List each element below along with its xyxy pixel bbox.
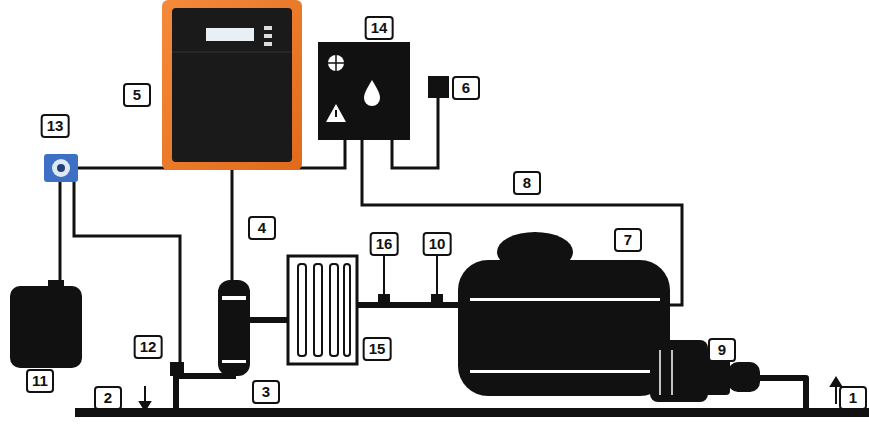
- controller-screen: [206, 28, 254, 41]
- arrow-head: [831, 378, 841, 386]
- callout-number: 16: [370, 232, 399, 256]
- pipe-fittings: [378, 254, 443, 304]
- controller-button: [264, 42, 272, 46]
- cell-body: [218, 280, 250, 376]
- warning-symbol: [326, 104, 346, 122]
- callout-number: 7: [614, 228, 642, 252]
- callout-number: 3: [252, 380, 280, 404]
- electrolysis-cell: [218, 280, 250, 376]
- injection-point: [170, 362, 184, 376]
- pipe: [250, 317, 288, 323]
- drop-symbol: [364, 80, 380, 106]
- callout-number: 6: [452, 76, 480, 100]
- callout-number: 4: [248, 216, 276, 240]
- cell-band: [222, 296, 246, 300]
- heat-exchanger: [288, 256, 357, 364]
- callout-number: 13: [41, 114, 70, 138]
- exchanger-frame: [288, 256, 357, 364]
- callout-number: 8: [513, 171, 541, 195]
- controller-unit: [162, 0, 302, 170]
- tank-cap: [48, 280, 64, 288]
- controller-button: [264, 26, 272, 30]
- motor-fin: [659, 350, 661, 395]
- return-pipe: [176, 376, 236, 410]
- symbol: [328, 55, 344, 71]
- controller-button: [264, 34, 272, 38]
- controller-front: [172, 8, 292, 162]
- exchanger-tube: [298, 264, 306, 356]
- controller-edge: [172, 52, 292, 53]
- callout-number: 11: [26, 369, 54, 393]
- circulation-pump: [650, 340, 760, 402]
- callout-number: 5: [123, 83, 151, 107]
- controller-casing: [162, 0, 302, 170]
- pump-head: [52, 159, 70, 177]
- wire: [231, 168, 234, 282]
- pump-body: [44, 154, 78, 182]
- suction-tube: [59, 182, 62, 286]
- pump-rotor: [57, 164, 65, 172]
- filter-body: [458, 260, 670, 396]
- callout-number: 10: [423, 232, 452, 256]
- filter-band: [470, 370, 660, 373]
- exchanger-tube: [314, 264, 322, 356]
- cell-band: [222, 360, 246, 363]
- pump-motor: [650, 340, 708, 402]
- leader-line: [436, 254, 438, 300]
- exchanger-tube: [330, 264, 338, 356]
- chemical-tank: [10, 280, 82, 368]
- sensor: [428, 76, 449, 98]
- callout-number: 14: [365, 16, 394, 40]
- pipe: [357, 302, 462, 308]
- callout-number: 12: [134, 335, 163, 359]
- arrow-head: [140, 402, 150, 410]
- motor-fin: [671, 350, 673, 395]
- dosing-pump: [44, 154, 78, 182]
- tank-body: [10, 286, 82, 368]
- ground-line: [75, 408, 869, 417]
- callout-number: 9: [708, 338, 736, 362]
- exchanger-tube: [344, 264, 350, 356]
- control-box-body: [318, 42, 410, 140]
- dosing-tube: [74, 182, 180, 368]
- probe-fitting: [431, 294, 443, 304]
- symbol: [328, 55, 344, 71]
- control-box: [318, 42, 410, 140]
- leader-line: [383, 254, 385, 300]
- suction-pipe: [758, 378, 806, 410]
- pump-prefilter: [728, 362, 760, 392]
- probe-fitting: [378, 294, 390, 304]
- symbol: [335, 110, 337, 117]
- callout-number: 1: [839, 386, 867, 410]
- sand-filter: [458, 232, 670, 396]
- callout-number: 15: [363, 337, 392, 361]
- filter-band: [470, 298, 660, 301]
- callout-number: 2: [94, 386, 122, 410]
